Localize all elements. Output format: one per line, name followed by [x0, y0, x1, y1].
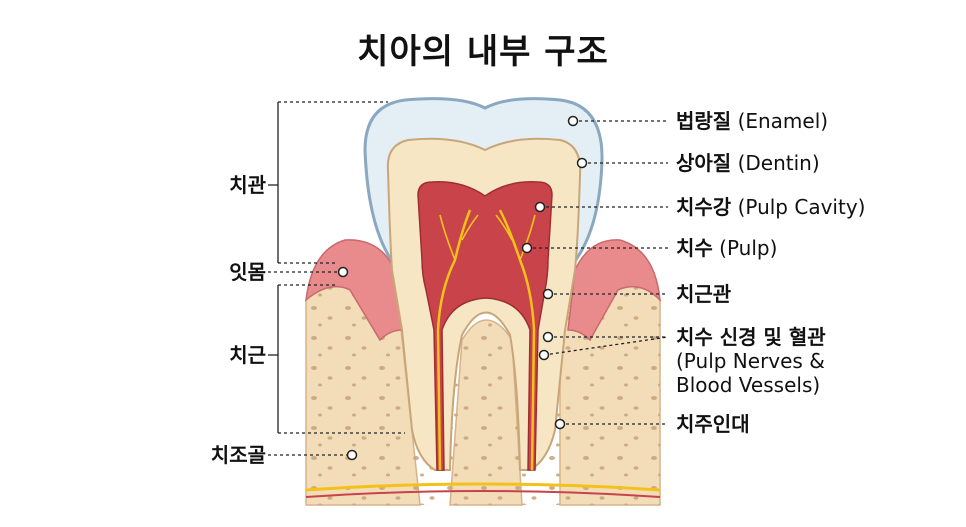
label-pulp: 치수 (Pulp) [676, 236, 778, 260]
label-nerves-vessels: 치수 신경 및 혈관 (Pulp Nerves & Blood Vessels) [676, 325, 826, 397]
label-crown: 치관 [229, 173, 266, 197]
label-root-canal: 치근관 [676, 282, 732, 306]
label-pulp-cavity: 치수강 (Pulp Cavity) [676, 195, 866, 219]
label-gum: 잇몸 [229, 260, 266, 284]
label-enamel: 법랑질 (Enamel) [676, 109, 829, 133]
label-dentin: 상아질 (Dentin) [676, 151, 820, 175]
label-periodontal-ligament: 치주인대 [676, 412, 750, 436]
nerve-left [436, 209, 472, 471]
label-alveolar-bone: 치조골 [210, 443, 266, 467]
label-root: 치근 [229, 343, 266, 367]
page-title: 치아의 내부 구조 [357, 32, 609, 72]
nerve-right [498, 209, 536, 471]
